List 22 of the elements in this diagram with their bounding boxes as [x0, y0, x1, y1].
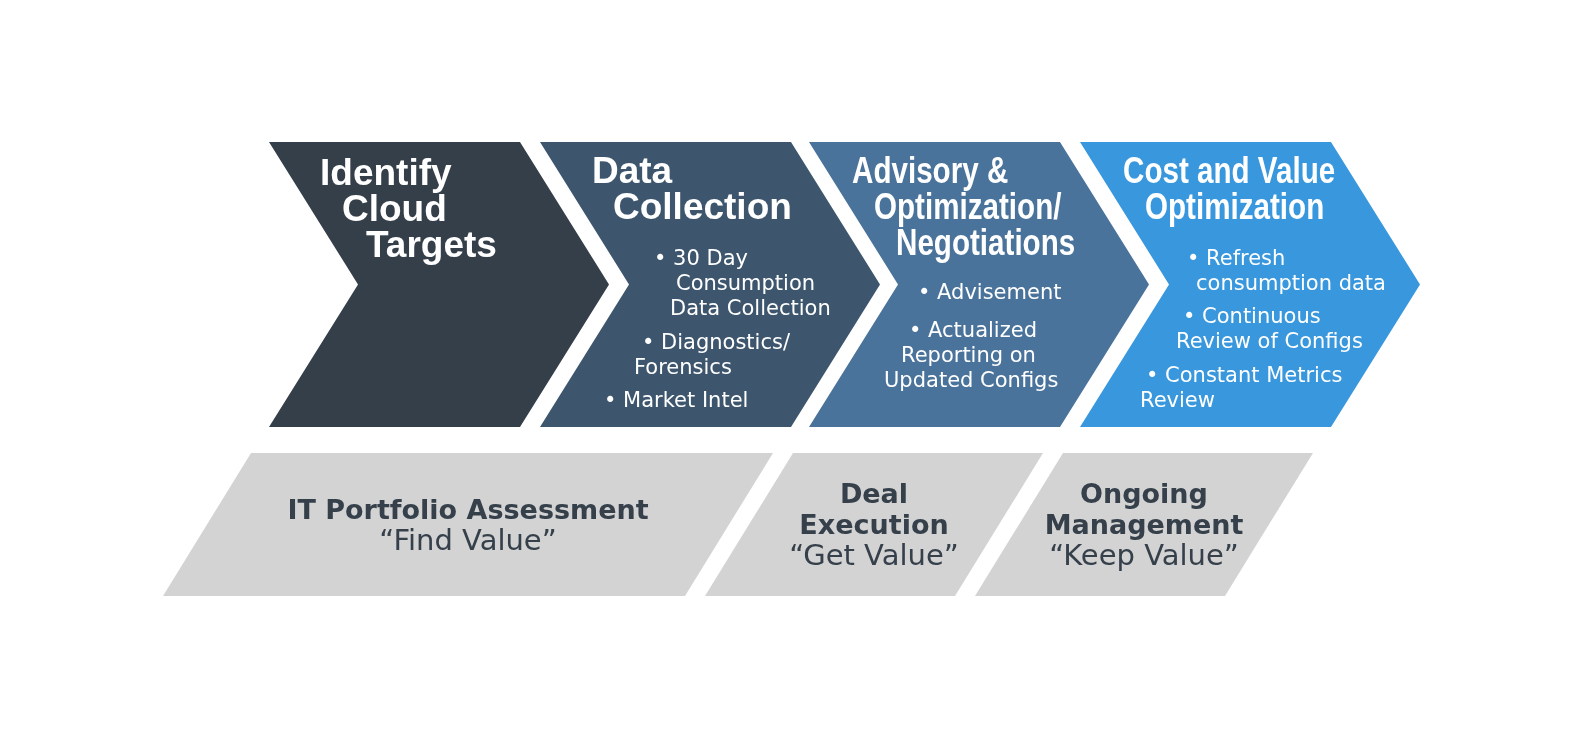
bullet-text: • Advisement — [918, 280, 1063, 305]
phase-title: Ongoing Management — [1043, 478, 1245, 540]
step-title: Advisory & Optimization/ Negotiations — [852, 153, 1077, 261]
bullet-text: • Diagnostics/ Forensics — [634, 330, 791, 380]
phase-title: Deal Execution — [798, 478, 950, 540]
bullet-text: • Continuous Review of Configs — [1176, 304, 1364, 354]
bullet-text: • Refresh consumption data — [1187, 246, 1387, 296]
bullet-text: • Actualized Reporting on Updated Configs — [884, 318, 1060, 393]
phase-banner — [163, 453, 773, 596]
bullet-text: • Constant Metrics Review — [1140, 363, 1344, 413]
phase-banner — [975, 453, 1313, 596]
phase-title: IT Portfolio Assessment — [286, 493, 650, 525]
process-step — [1080, 142, 1420, 427]
bullet-text: • 30 Day Consumption Data Collection — [654, 246, 832, 321]
phase-tagline: “Keep Value” — [1049, 540, 1239, 571]
phase-tagline: “Get Value” — [788, 540, 960, 571]
phase-tagline: “Find Value” — [378, 524, 558, 556]
phase-banner — [705, 453, 1043, 596]
step-title: Data Collection — [592, 153, 793, 225]
step-title: Cost and Value Optimization — [1123, 153, 1337, 225]
bullet-text: • Market Intel — [604, 388, 750, 413]
step-title: Identify Cloud Targets — [320, 155, 498, 263]
